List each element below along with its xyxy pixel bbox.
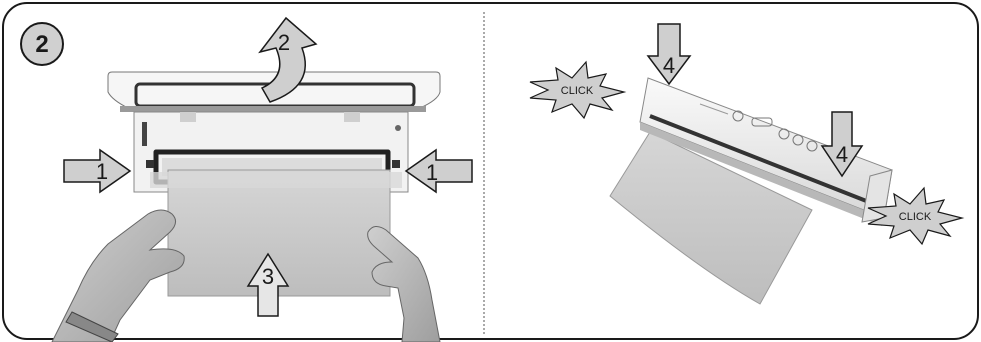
arrow-side-right-label: 1 <box>426 160 438 185</box>
arrow-press-right-label: 4 <box>836 142 848 167</box>
click-text-left: CLICK <box>561 85 594 97</box>
click-text-right: CLICK <box>899 211 932 223</box>
arrow-side-left-label: 1 <box>96 159 108 184</box>
arrow-open-lid-label: 2 <box>278 30 290 55</box>
step-badge: 2 <box>21 23 63 65</box>
arrow-press-left-label: 4 <box>663 53 675 78</box>
arrow-insert-bag-label: 3 <box>262 264 274 289</box>
step-badge-number: 2 <box>35 31 48 58</box>
